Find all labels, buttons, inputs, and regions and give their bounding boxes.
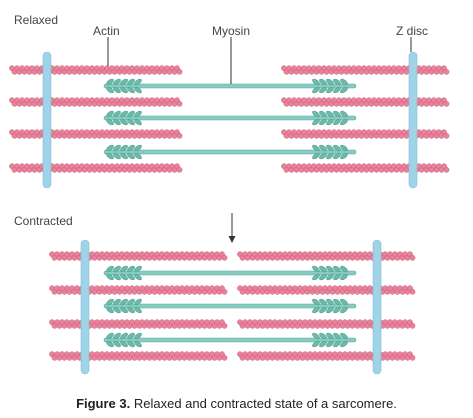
actin-filament	[281, 163, 450, 173]
actin-filament	[49, 351, 228, 361]
label-pointers	[107, 37, 412, 243]
contraction-arrow-icon	[228, 213, 236, 243]
contracted-label: Contracted	[14, 214, 73, 228]
actin-filament	[237, 319, 416, 329]
z-disc	[408, 51, 418, 189]
relaxed-label: Relaxed	[14, 13, 59, 27]
actin-filament	[49, 285, 228, 295]
actin-filament	[237, 251, 416, 261]
myosin-filament	[103, 332, 357, 348]
actin-filament	[237, 351, 416, 361]
myosin-filament	[103, 78, 357, 94]
relaxed-panel	[9, 51, 450, 189]
actin-filament	[281, 97, 450, 107]
actin-filament	[9, 129, 183, 139]
z-disc	[80, 239, 90, 375]
figure-caption: Figure 3. Relaxed and contracted state o…	[0, 396, 473, 411]
myosin-filament	[103, 298, 357, 314]
actin-filament	[9, 97, 183, 107]
actin-filament	[9, 163, 183, 173]
myosin-filament	[103, 265, 357, 281]
actin-filament	[281, 129, 450, 139]
actin-label: Actin	[93, 24, 120, 38]
actin-filament	[237, 285, 416, 295]
actin-filament	[49, 319, 228, 329]
myosin-filament	[103, 110, 357, 126]
z-disc	[42, 51, 52, 189]
actin-filament	[9, 65, 183, 75]
contracted-panel	[49, 239, 416, 375]
myosin-filament	[103, 144, 357, 160]
z-disc-label: Z disc	[396, 24, 429, 38]
actin-filament	[49, 251, 228, 261]
myosin-label: Myosin	[212, 24, 251, 38]
actin-filament	[281, 65, 450, 75]
z-disc	[372, 239, 382, 375]
caption-text: Relaxed and contracted state of a sarcom…	[133, 396, 397, 411]
figure-number: Figure 3.	[76, 396, 131, 411]
